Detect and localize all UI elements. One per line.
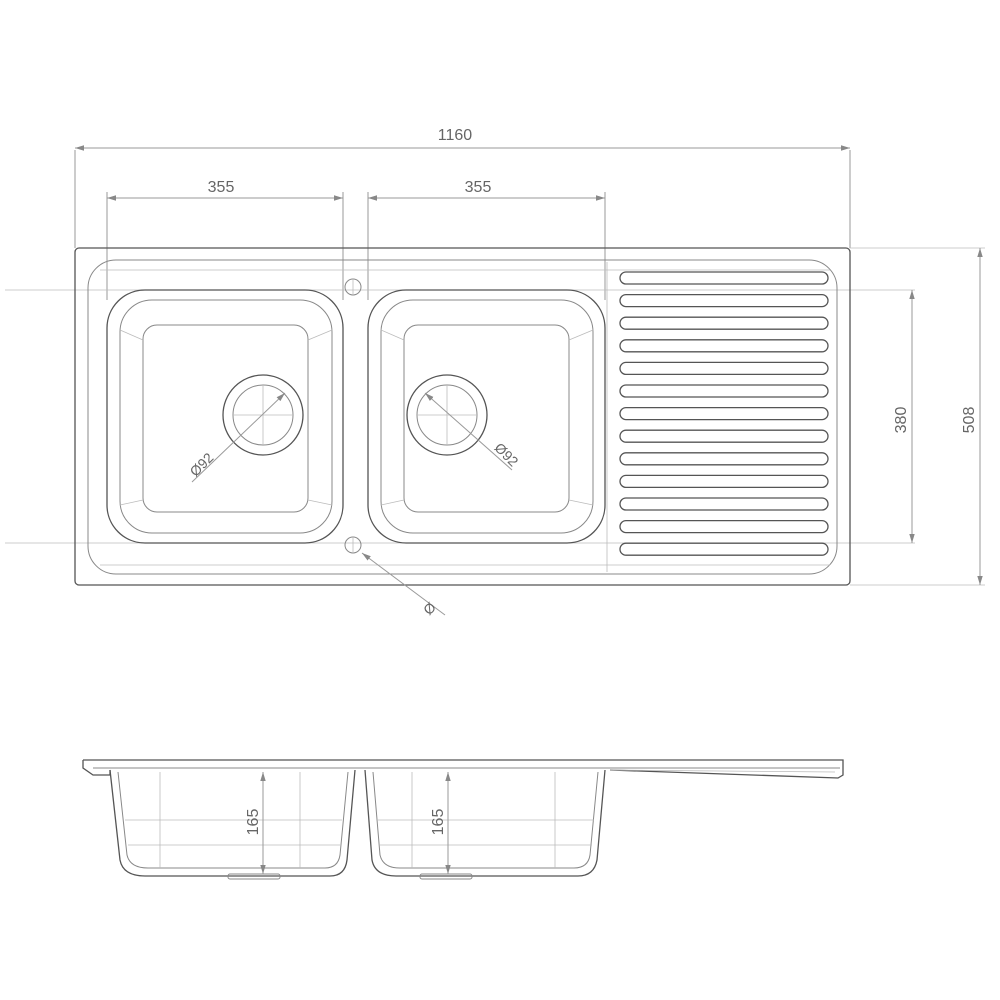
- drainer-groove: [619, 316, 829, 330]
- overall-depth-dimension: 508: [961, 248, 983, 585]
- waste2-diameter-label: Ø92: [492, 439, 522, 469]
- bowl1-section: 165: [109, 769, 356, 880]
- drainer-groove: [619, 384, 829, 398]
- waste-outlet-2: Ø92: [406, 374, 522, 471]
- top-view: 1160 355 355 380 508: [5, 127, 985, 618]
- tap-hole-bottom: Ø: [344, 536, 446, 618]
- bowl-length-dimension: 380: [893, 290, 915, 543]
- drainer-groove: [619, 406, 829, 421]
- overall-width-dimension: 1160: [74, 127, 851, 248]
- waste-outlet-1: Ø92: [186, 374, 304, 483]
- tap-hole-label: Ø: [420, 599, 439, 618]
- drainer-groove: [619, 429, 829, 443]
- waste1-diameter-label: Ø92: [186, 449, 216, 479]
- drainer-groove: [619, 339, 829, 353]
- bowl-length-label: 380: [893, 407, 910, 434]
- bowl2-width-dimension: 355: [367, 179, 606, 300]
- bowl1-depth-label: 165: [245, 809, 262, 836]
- bowl1-width-dimension: 355: [106, 179, 344, 300]
- side-section-view: 165 165: [82, 759, 844, 880]
- drainer-groove: [619, 271, 829, 285]
- drainer-groove: [619, 542, 829, 556]
- bowl-1: Ø92: [106, 289, 344, 544]
- overall-width-label: 1160: [438, 127, 473, 144]
- drainer-groove: [619, 361, 829, 376]
- bowl2-depth-label: 165: [430, 809, 447, 836]
- bowl2-width-label: 355: [465, 179, 492, 196]
- bowl1-width-label: 355: [208, 179, 235, 196]
- drainer-groove: [619, 474, 829, 489]
- drainer-groove: [619, 293, 829, 308]
- overall-depth-label: 508: [961, 407, 978, 434]
- drainer-groove: [619, 519, 829, 534]
- drainer-board: [619, 271, 829, 556]
- drainer-groove: [619, 497, 829, 511]
- sink-outline: [74, 247, 851, 586]
- bowl-2: Ø92: [367, 289, 606, 544]
- tap-hole-top: [344, 278, 362, 296]
- drainer-groove: [619, 452, 829, 466]
- bowl2-section: 165: [364, 769, 606, 880]
